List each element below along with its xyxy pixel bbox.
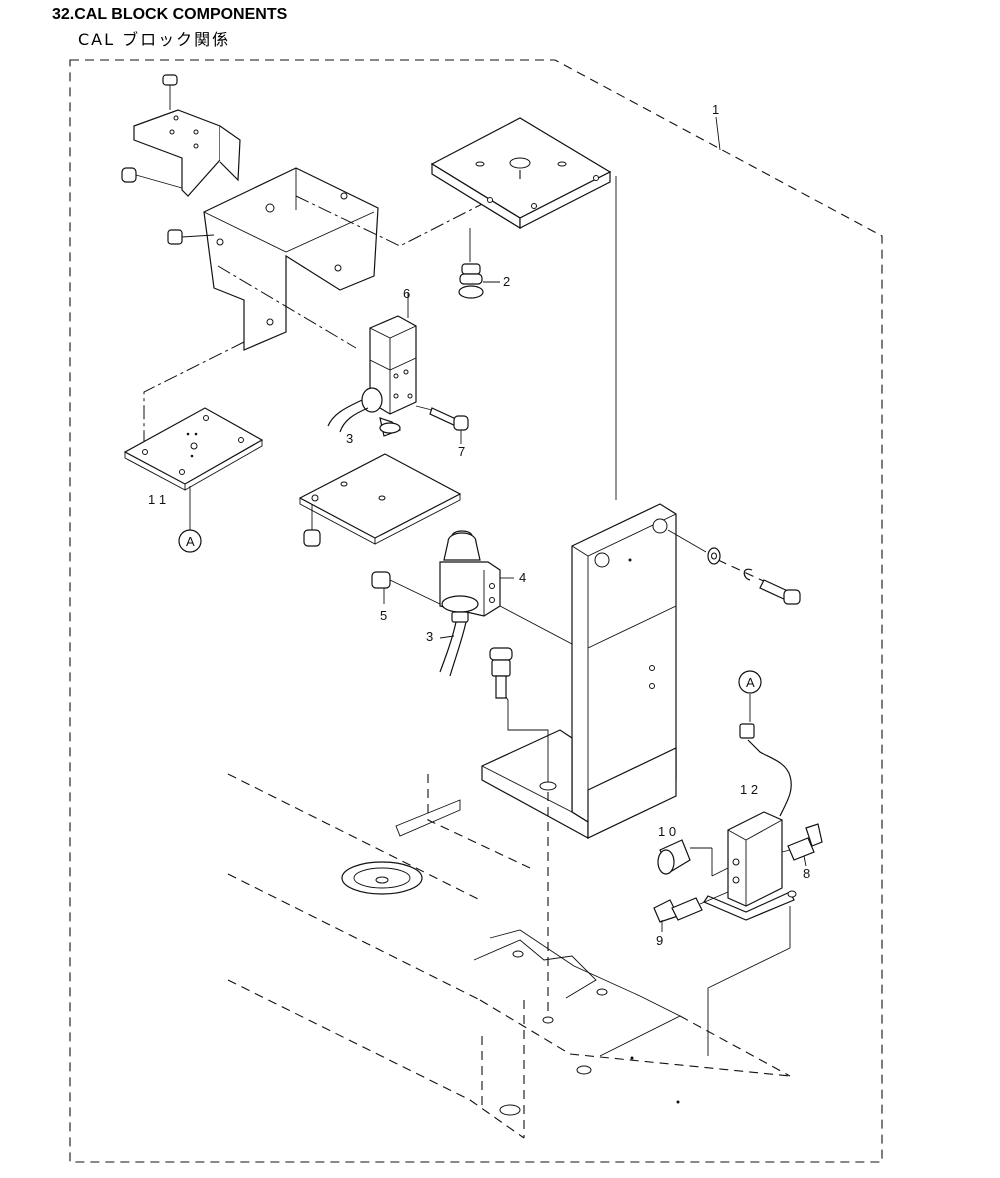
reference-label: A xyxy=(186,534,195,549)
part-number-label: 6 xyxy=(403,286,410,301)
reference-label: A xyxy=(746,675,755,690)
page-subtitle: CAL ブロック関係 xyxy=(78,30,231,49)
sensor-base-plate xyxy=(123,407,264,530)
elbow-fitting-icon xyxy=(653,891,729,932)
assembly-line xyxy=(717,559,771,585)
assembly-line xyxy=(667,529,707,553)
assembly-line xyxy=(217,265,357,349)
part-number-label: 8 xyxy=(803,866,810,881)
reference-marker-a: A xyxy=(738,670,762,694)
solenoid-valve xyxy=(327,292,417,437)
reference-marker-a: A xyxy=(178,529,202,553)
part-number-label: 1 xyxy=(712,102,719,117)
washer-icon xyxy=(707,547,721,565)
part-number-label: 1 2 xyxy=(740,782,758,797)
assembly-line xyxy=(499,605,573,645)
suction-pad-icon xyxy=(458,228,500,299)
assembly-line xyxy=(295,195,491,247)
screw-icon xyxy=(415,405,469,444)
nut-icon xyxy=(167,229,215,245)
leader-line xyxy=(715,116,721,151)
part-number-label: 7 xyxy=(458,444,465,459)
top-mounting-plate xyxy=(430,117,612,230)
pressure-switch xyxy=(703,694,797,1056)
screw-icon xyxy=(121,167,183,189)
assembly-boundary xyxy=(69,59,883,1163)
part-number-label: 9 xyxy=(656,933,663,948)
part-number-label: 5 xyxy=(380,608,387,623)
page-title: 32.CAL BLOCK COMPONENTS xyxy=(52,6,288,23)
part-number-label: 2 xyxy=(503,274,510,289)
assembly-line xyxy=(143,341,245,452)
air-cylinder xyxy=(439,530,514,677)
retaining-clip-icon xyxy=(743,568,753,581)
part-number-label: 3 xyxy=(426,629,433,644)
bolt-icon xyxy=(759,579,801,605)
sensor-mount-bracket xyxy=(203,167,379,351)
part-number-label: 3 xyxy=(346,431,353,446)
part-number-label: 1 1 xyxy=(148,492,166,507)
bolt-icon xyxy=(489,647,513,699)
silencer-icon xyxy=(657,839,729,877)
elbow-fitting-icon xyxy=(781,823,823,867)
base-frame xyxy=(227,773,791,1139)
middle-mounting-plate xyxy=(298,453,462,545)
main-support-column xyxy=(481,503,677,840)
screw-icon xyxy=(162,74,178,110)
upper-bracket xyxy=(133,109,241,197)
nut-icon xyxy=(303,529,321,547)
part-number-label: 4 xyxy=(519,570,526,585)
part-number-label: 1 0 xyxy=(658,824,676,839)
fitting-icon xyxy=(371,571,441,605)
